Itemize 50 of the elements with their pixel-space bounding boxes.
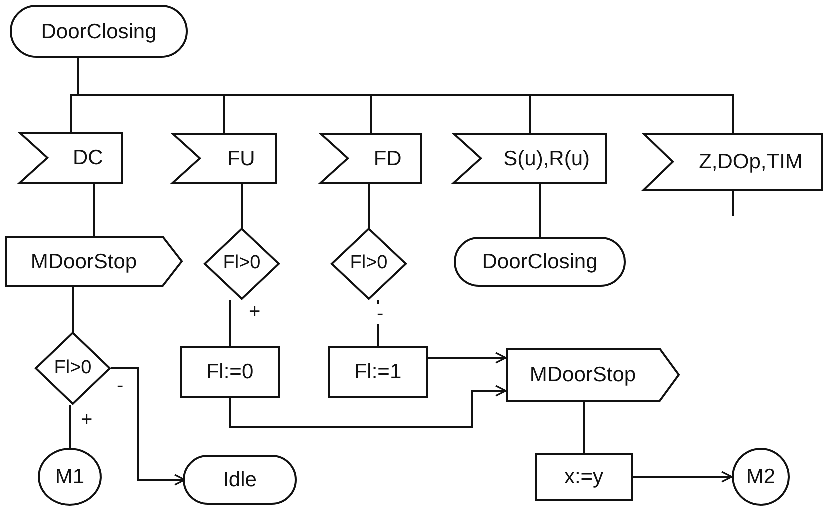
flow-line (539, 184, 541, 237)
condition-text: Fl>0 (53, 358, 93, 379)
flow-line (69, 405, 71, 448)
decision-diamond (204, 228, 280, 300)
input-signal-symbol (19, 132, 123, 184)
input-signal-symbol (320, 133, 422, 184)
connector-label: M1 (54, 465, 86, 489)
flow-line (241, 184, 243, 228)
task-box (180, 346, 280, 398)
symbol-label: Idle (222, 468, 258, 492)
task-box (328, 346, 428, 398)
flow-line (229, 300, 231, 346)
decision-diamond (35, 332, 111, 405)
arrow (428, 352, 507, 364)
flow-line (93, 184, 95, 236)
input-signal-symbol (172, 133, 277, 184)
input-signal-symbol (453, 133, 607, 184)
input-signal-symbol (643, 133, 823, 191)
symbol-label: MDoorStop (528, 363, 638, 387)
condition-text: Fl>0 (222, 254, 262, 274)
state-symbol (185, 455, 295, 505)
edge-label: - (376, 304, 385, 324)
flow-line (72, 287, 74, 332)
state-symbol (12, 5, 186, 58)
task-box (535, 453, 633, 501)
connector-label: M2 (745, 465, 777, 489)
symbol-label: DC (72, 146, 104, 170)
connector-circle (732, 448, 790, 506)
flow-line (732, 191, 734, 216)
symbol-label: S(u),R(u) (502, 146, 591, 170)
arrow (229, 385, 507, 428)
symbol-label: FD (372, 146, 403, 170)
flow-line (583, 402, 585, 453)
arrow (633, 471, 733, 483)
output-signal-symbol (506, 348, 680, 402)
state-symbol (456, 237, 624, 287)
decision-diamond (331, 228, 407, 300)
flow-line (368, 184, 370, 228)
symbol-label: DoorClosing (481, 250, 599, 274)
symbol-label: x:=y (563, 465, 605, 489)
symbol-label: Z,DOp,TIM (698, 150, 804, 174)
symbol-label: DoorClosing (40, 20, 158, 44)
symbol-label: Fl:=0 (205, 360, 255, 384)
connector-circle (38, 448, 102, 506)
output-signal-symbol (5, 236, 183, 287)
condition-text: Fl>0 (349, 254, 389, 274)
symbol-label: Fl:=1 (353, 360, 403, 384)
symbol-label: FU (226, 146, 256, 170)
flow-line (377, 300, 379, 346)
symbol-label: MDoorStop (30, 250, 138, 274)
